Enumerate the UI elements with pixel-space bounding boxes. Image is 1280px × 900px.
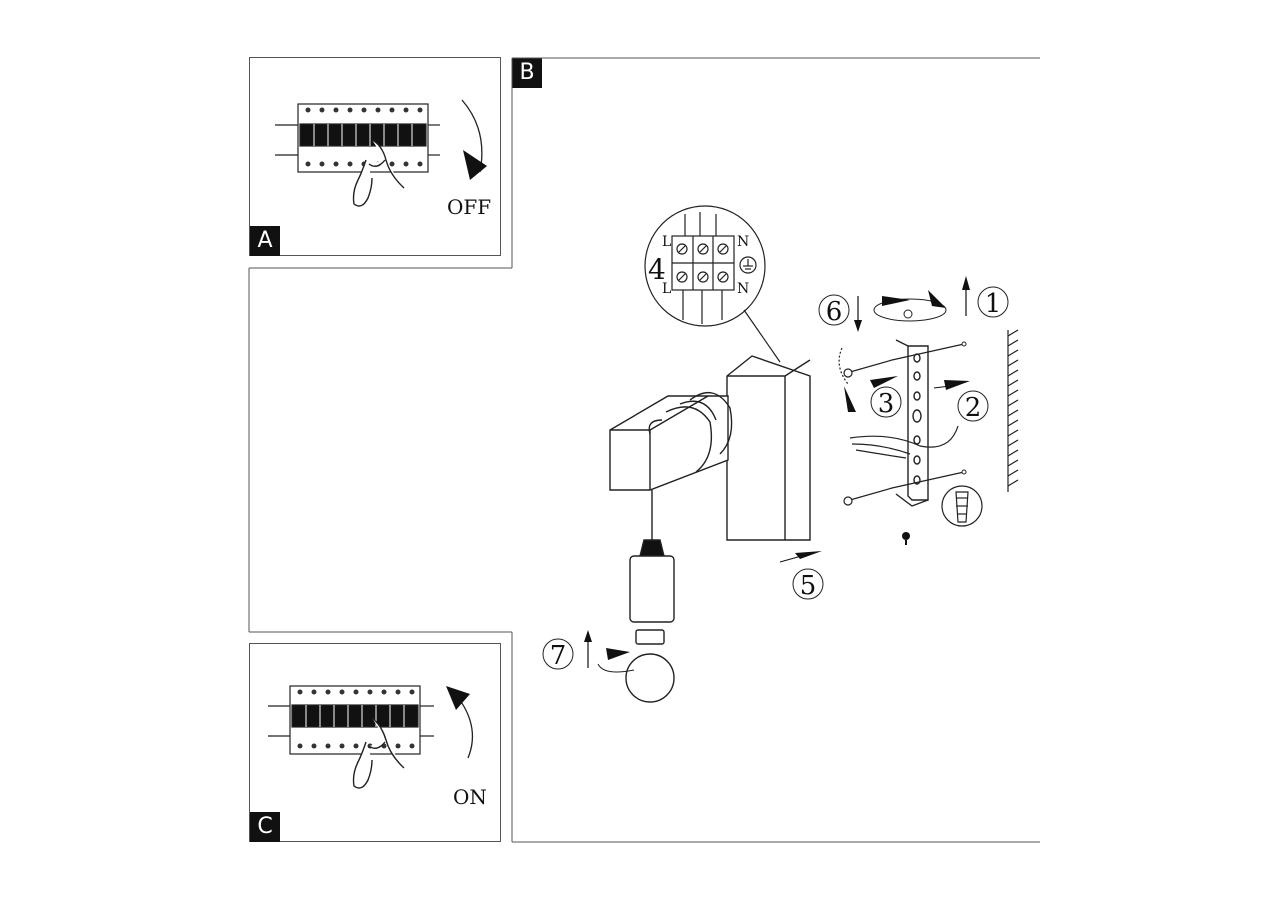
wall [1007,329,1019,492]
step-7-label: 7 [550,641,567,671]
screw-icon [902,532,910,540]
breaker-panel-a [275,99,483,207]
panel-b-tag: B [512,58,542,88]
arrow-right-icon [795,551,822,559]
panel-b-frame [248,57,1040,843]
terminal-l-top: L [662,234,671,250]
step-3-label: 3 [878,389,895,419]
terminal-block-detail [644,205,781,363]
arrow-rotate-icon [844,386,856,412]
arrow-rotate-icon [928,290,946,308]
panel-a-tag: A [250,226,280,256]
step-1-label: 1 [985,289,1002,319]
step-2-label: 2 [965,393,982,423]
arrow-right-icon [944,380,970,390]
arrow-up-icon [584,630,592,642]
screw-icon [903,309,913,319]
terminal-n-top: N [737,234,749,250]
arrow-right-icon [870,376,898,388]
panel-c-tag: C [250,812,280,842]
step-6-label: 6 [826,297,843,327]
on-label: ON [453,785,487,809]
lamp-fixture [609,355,811,703]
arrow-down-icon [463,150,487,180]
mounting-bracket [895,339,929,507]
breaker-panel-c [268,685,474,789]
step-5-label: 5 [800,571,817,601]
rotation-path [873,298,947,322]
step-4-label: 4 [648,253,666,286]
terminal-l-bottom: L [662,281,671,297]
arrow-down-icon [854,320,862,332]
arrow-up-icon [446,686,470,710]
off-label: OFF [447,195,491,219]
terminal-n-bottom: N [737,281,749,297]
arrow-rotate-icon [882,296,910,306]
arrow-up-icon [962,276,970,290]
screws [838,343,965,506]
arrow-rotate-icon [606,648,630,660]
wall-plug-detail [941,485,983,527]
